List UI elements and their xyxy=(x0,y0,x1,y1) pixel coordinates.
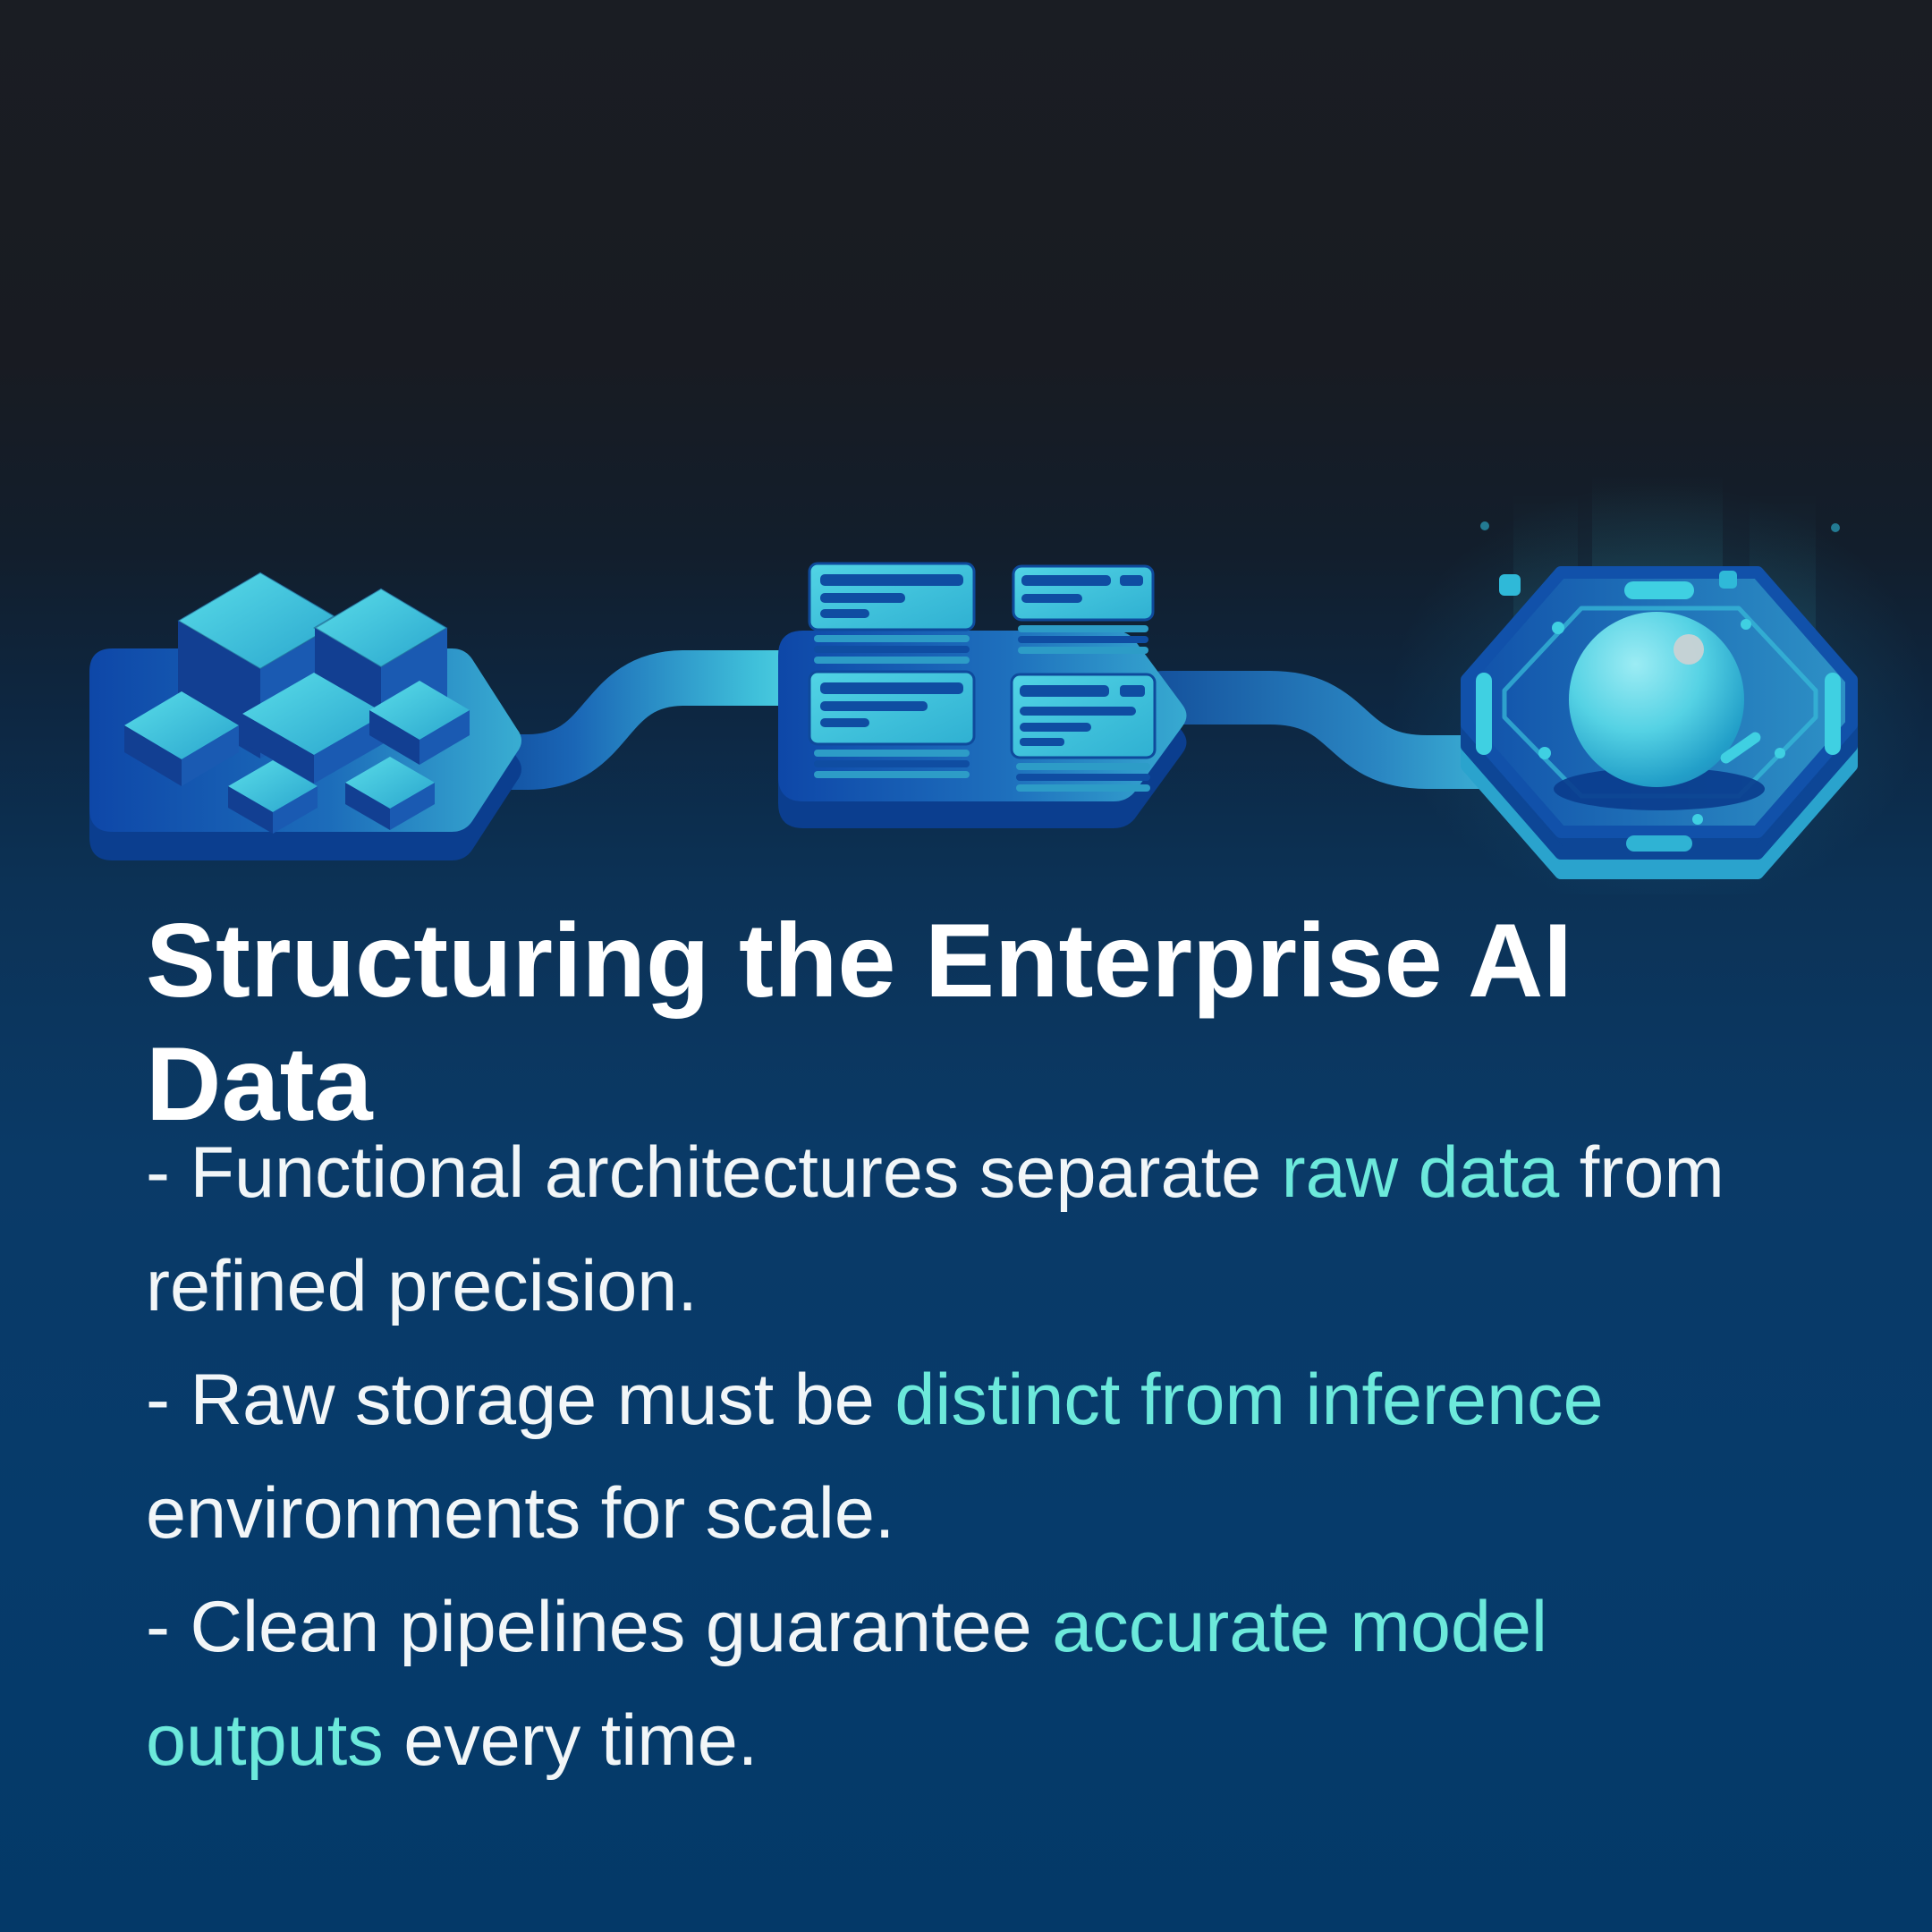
data-cube xyxy=(124,691,239,786)
document-card xyxy=(1010,673,1157,792)
bullet-list: - Functional architectures separate raw … xyxy=(146,1116,1809,1798)
pipe-right xyxy=(1136,671,1552,789)
bullet-text: every time. xyxy=(383,1700,758,1781)
data-cube xyxy=(345,757,435,830)
bullet-text: environments for scale. xyxy=(146,1473,895,1554)
bullet-item: - Raw storage must be distinct from infe… xyxy=(146,1343,1809,1571)
document-stacks-icon xyxy=(778,562,1187,828)
bullet-line: - Raw storage must be distinct from infe… xyxy=(146,1343,1809,1457)
bullet-line: - Functional architectures separate raw … xyxy=(146,1116,1809,1230)
raw-data-cubes-icon xyxy=(89,571,521,860)
bullet-line: refined precision. xyxy=(146,1230,1809,1343)
ai-sphere xyxy=(1569,612,1744,787)
data-cube xyxy=(228,760,318,834)
bullet-text: - Functional architectures separate xyxy=(146,1132,1282,1213)
highlighted-text: distinct from inference xyxy=(894,1360,1604,1440)
bullet-text: from xyxy=(1559,1132,1724,1213)
highlighted-text: accurate model xyxy=(1052,1587,1547,1667)
document-card xyxy=(808,562,976,664)
document-card xyxy=(808,670,976,778)
bullet-text: - Clean pipelines guarantee xyxy=(146,1587,1053,1667)
bullet-line: outputs every time. xyxy=(146,1684,1809,1798)
highlighted-text: raw data xyxy=(1281,1132,1560,1213)
data-cube xyxy=(242,673,386,784)
document-card xyxy=(1012,564,1155,654)
page-title-line-2: Data xyxy=(146,1025,373,1143)
bullet-item: - Functional architectures separate raw … xyxy=(146,1116,1809,1343)
highlighted-text: outputs xyxy=(146,1700,384,1781)
page-title-line-1: Structuring the Enterprise AI xyxy=(146,902,1572,1020)
bullet-text: - Raw storage must be xyxy=(146,1360,895,1440)
bullet-text: refined precision. xyxy=(146,1246,698,1326)
bullet-item: - Clean pipelines guarantee accurate mod… xyxy=(146,1571,1809,1798)
bullet-line: - Clean pipelines guarantee accurate mod… xyxy=(146,1571,1809,1684)
pipe-left xyxy=(419,650,837,790)
ai-core-icon xyxy=(1461,521,1858,879)
bullet-line: environments for scale. xyxy=(146,1457,1809,1571)
data-pipeline-illustration xyxy=(89,474,1928,894)
data-cube xyxy=(369,681,470,765)
